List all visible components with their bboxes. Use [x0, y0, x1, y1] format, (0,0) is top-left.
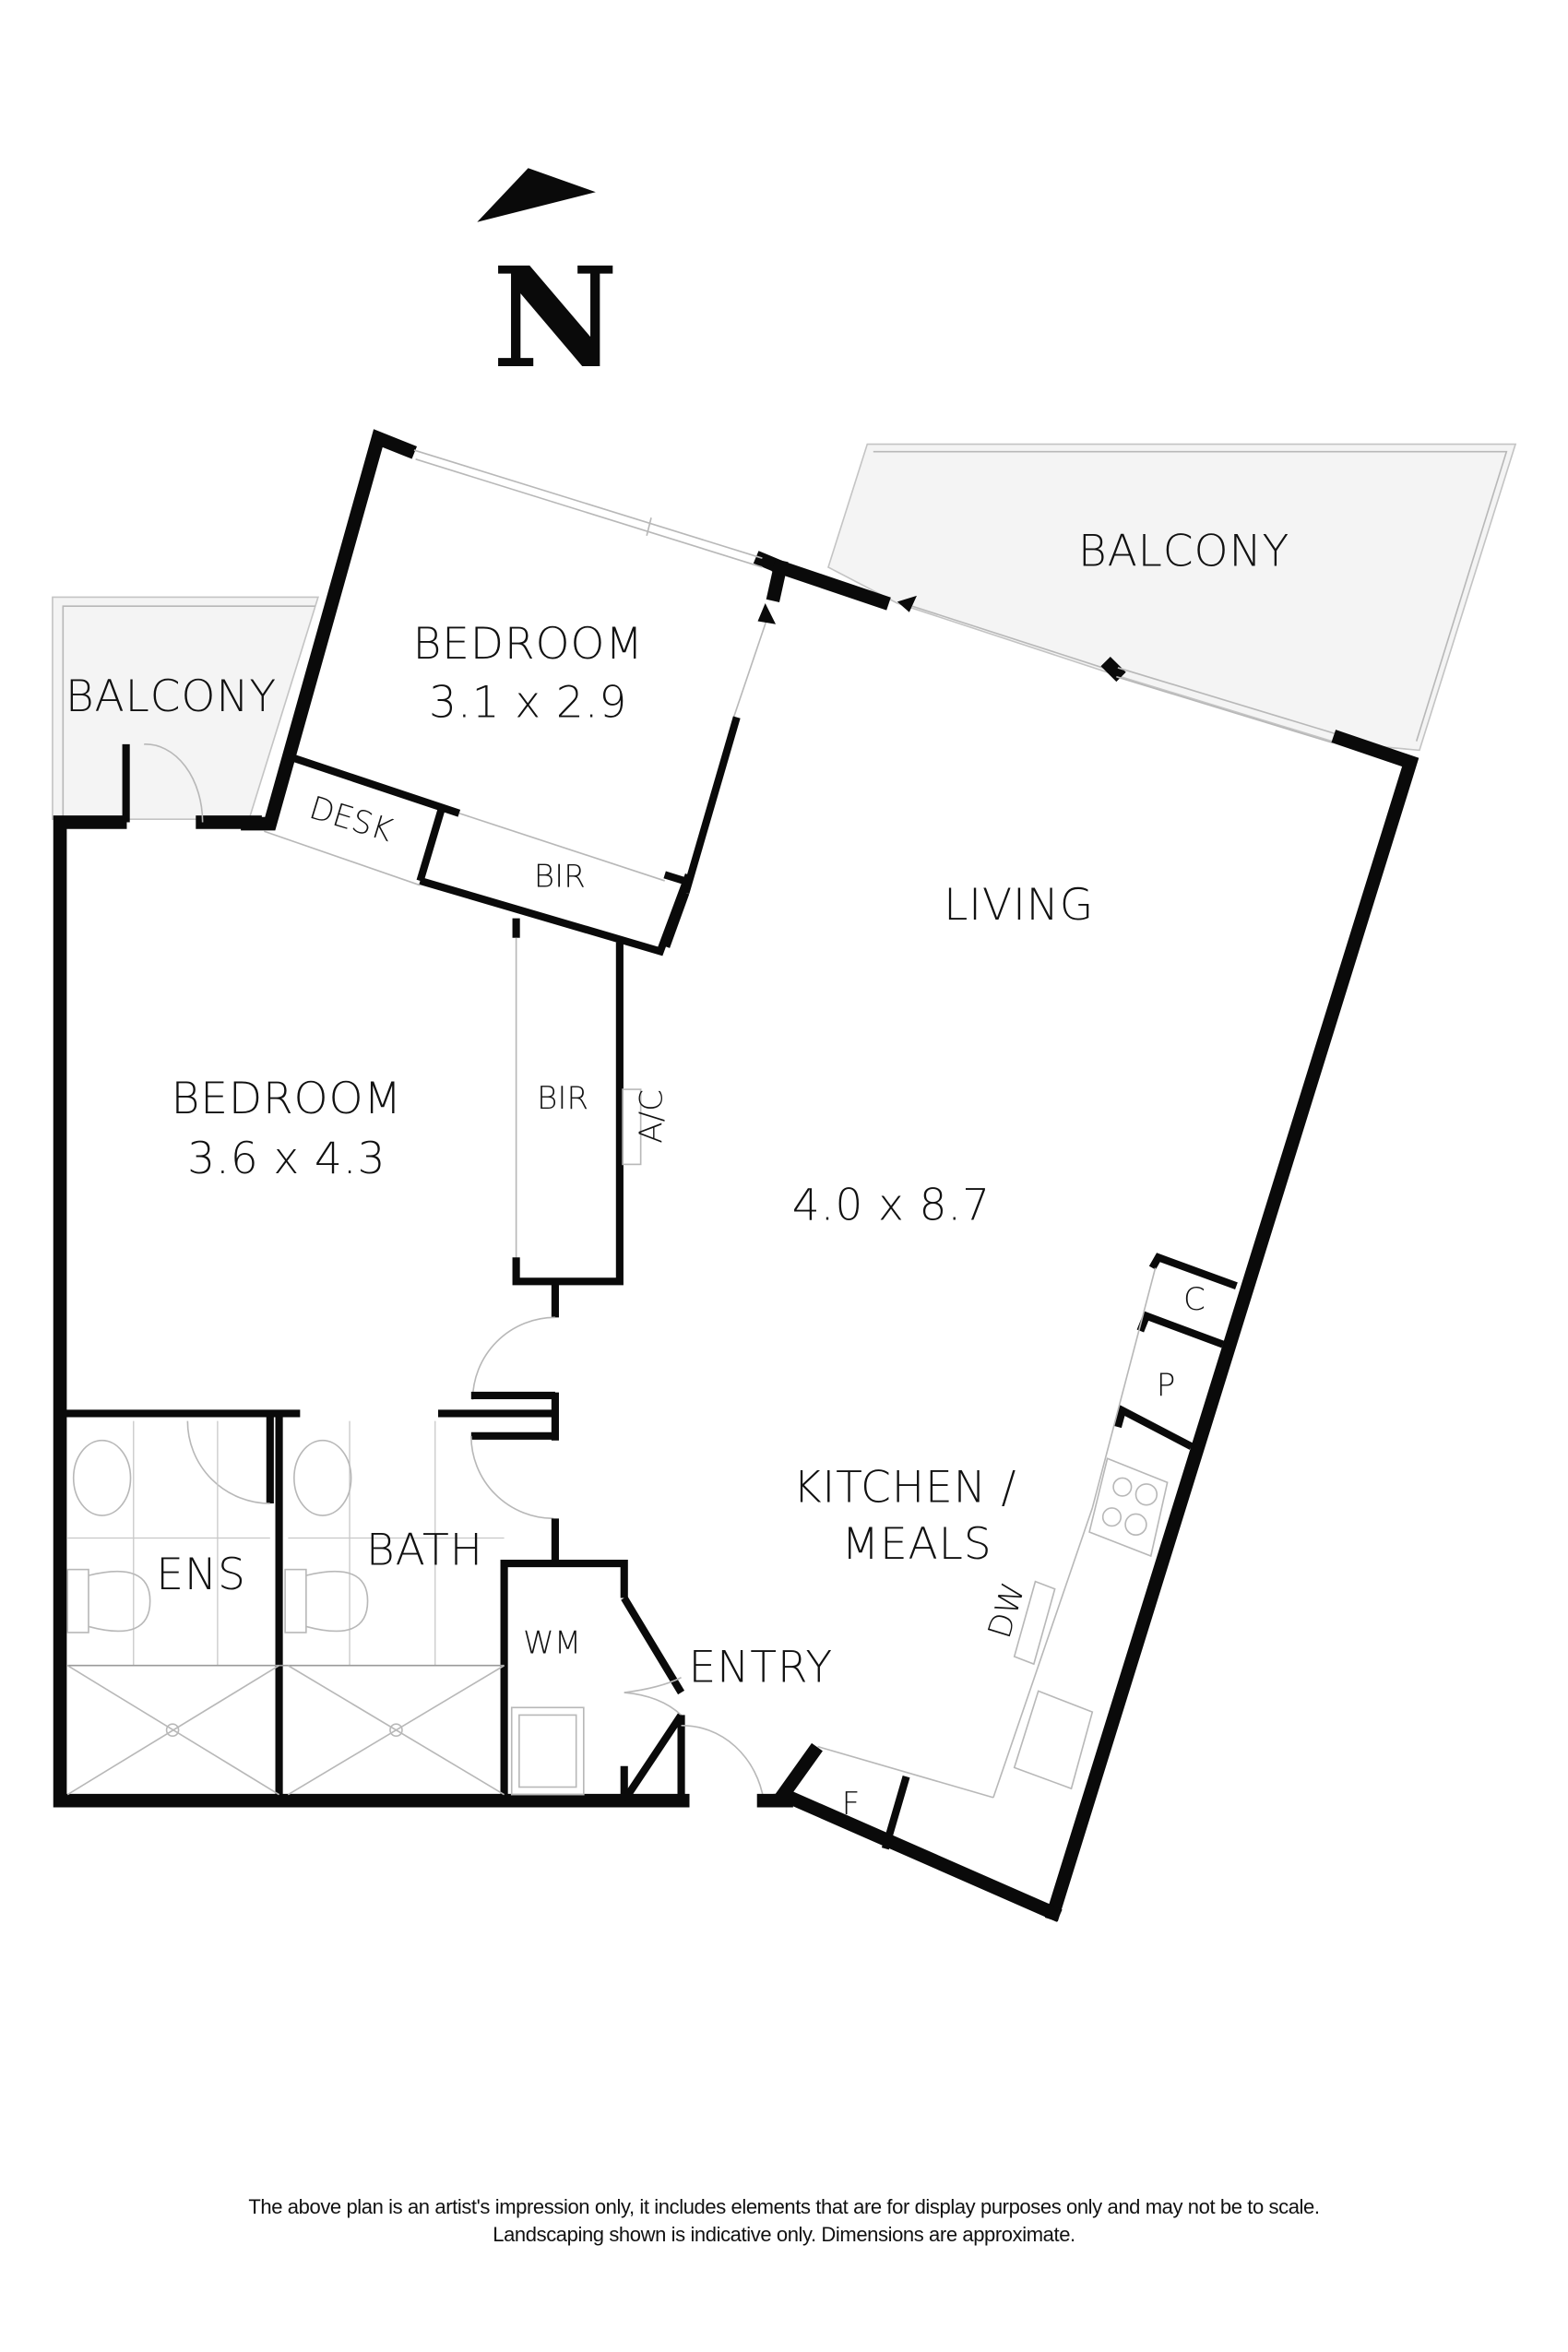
- bir-2-label: BIR: [537, 1080, 588, 1117]
- disclaimer-line-2: Landscaping shown is indicative only. Di…: [493, 2223, 1075, 2246]
- ens-label: ENS: [156, 1550, 245, 1600]
- wet-area-walls: [60, 1391, 793, 1808]
- disclaimer: The above plan is an artist's impression…: [0, 2193, 1568, 2249]
- bedroom-2-size: 3.6 x 4.3: [187, 1134, 386, 1184]
- bedroom-2-label: BEDROOM: [172, 1074, 402, 1124]
- entry-label: ENTRY: [689, 1643, 834, 1693]
- bir-1-label: BIR: [534, 858, 586, 895]
- balcony-door-swing: [144, 743, 204, 823]
- bedroom-1-size: 3.1 x 2.9: [429, 678, 627, 729]
- bedroom-2-bir: [512, 918, 642, 1318]
- pantry-label: P: [1157, 1367, 1176, 1404]
- balcony-main-label: BALCONY: [1078, 526, 1289, 576]
- living-label: LIVING: [944, 880, 1094, 931]
- wm-label: WM: [523, 1625, 581, 1662]
- kitchen-appliances: [1013, 1457, 1169, 1790]
- coat-label: C: [1183, 1281, 1206, 1318]
- fridge-label: F: [842, 1786, 861, 1823]
- kitchen-label-line2: MEALS: [841, 1519, 992, 1570]
- desk-label: DESK: [305, 790, 398, 849]
- disclaimer-line-1: The above plan is an artist's impression…: [248, 2195, 1320, 2218]
- ac-label: A/C: [633, 1089, 670, 1144]
- balcony-side-label: BALCONY: [65, 671, 277, 722]
- bedroom-2-door-swing: [471, 1316, 555, 1400]
- kitchen-label-line1: KITCHEN /: [793, 1462, 1017, 1513]
- bathroom-tiles: [66, 1420, 585, 1796]
- outer-walls: [53, 558, 1420, 1922]
- bath-label: BATH: [366, 1526, 483, 1576]
- dw-label: DW: [981, 1579, 1033, 1643]
- balcony-main: [827, 443, 1517, 752]
- bedroom-1-label: BEDROOM: [412, 619, 643, 670]
- north-arrow-icon: [477, 168, 596, 222]
- living-size: 4.0 x 8.7: [792, 1181, 991, 1231]
- north-label: N: [493, 237, 619, 399]
